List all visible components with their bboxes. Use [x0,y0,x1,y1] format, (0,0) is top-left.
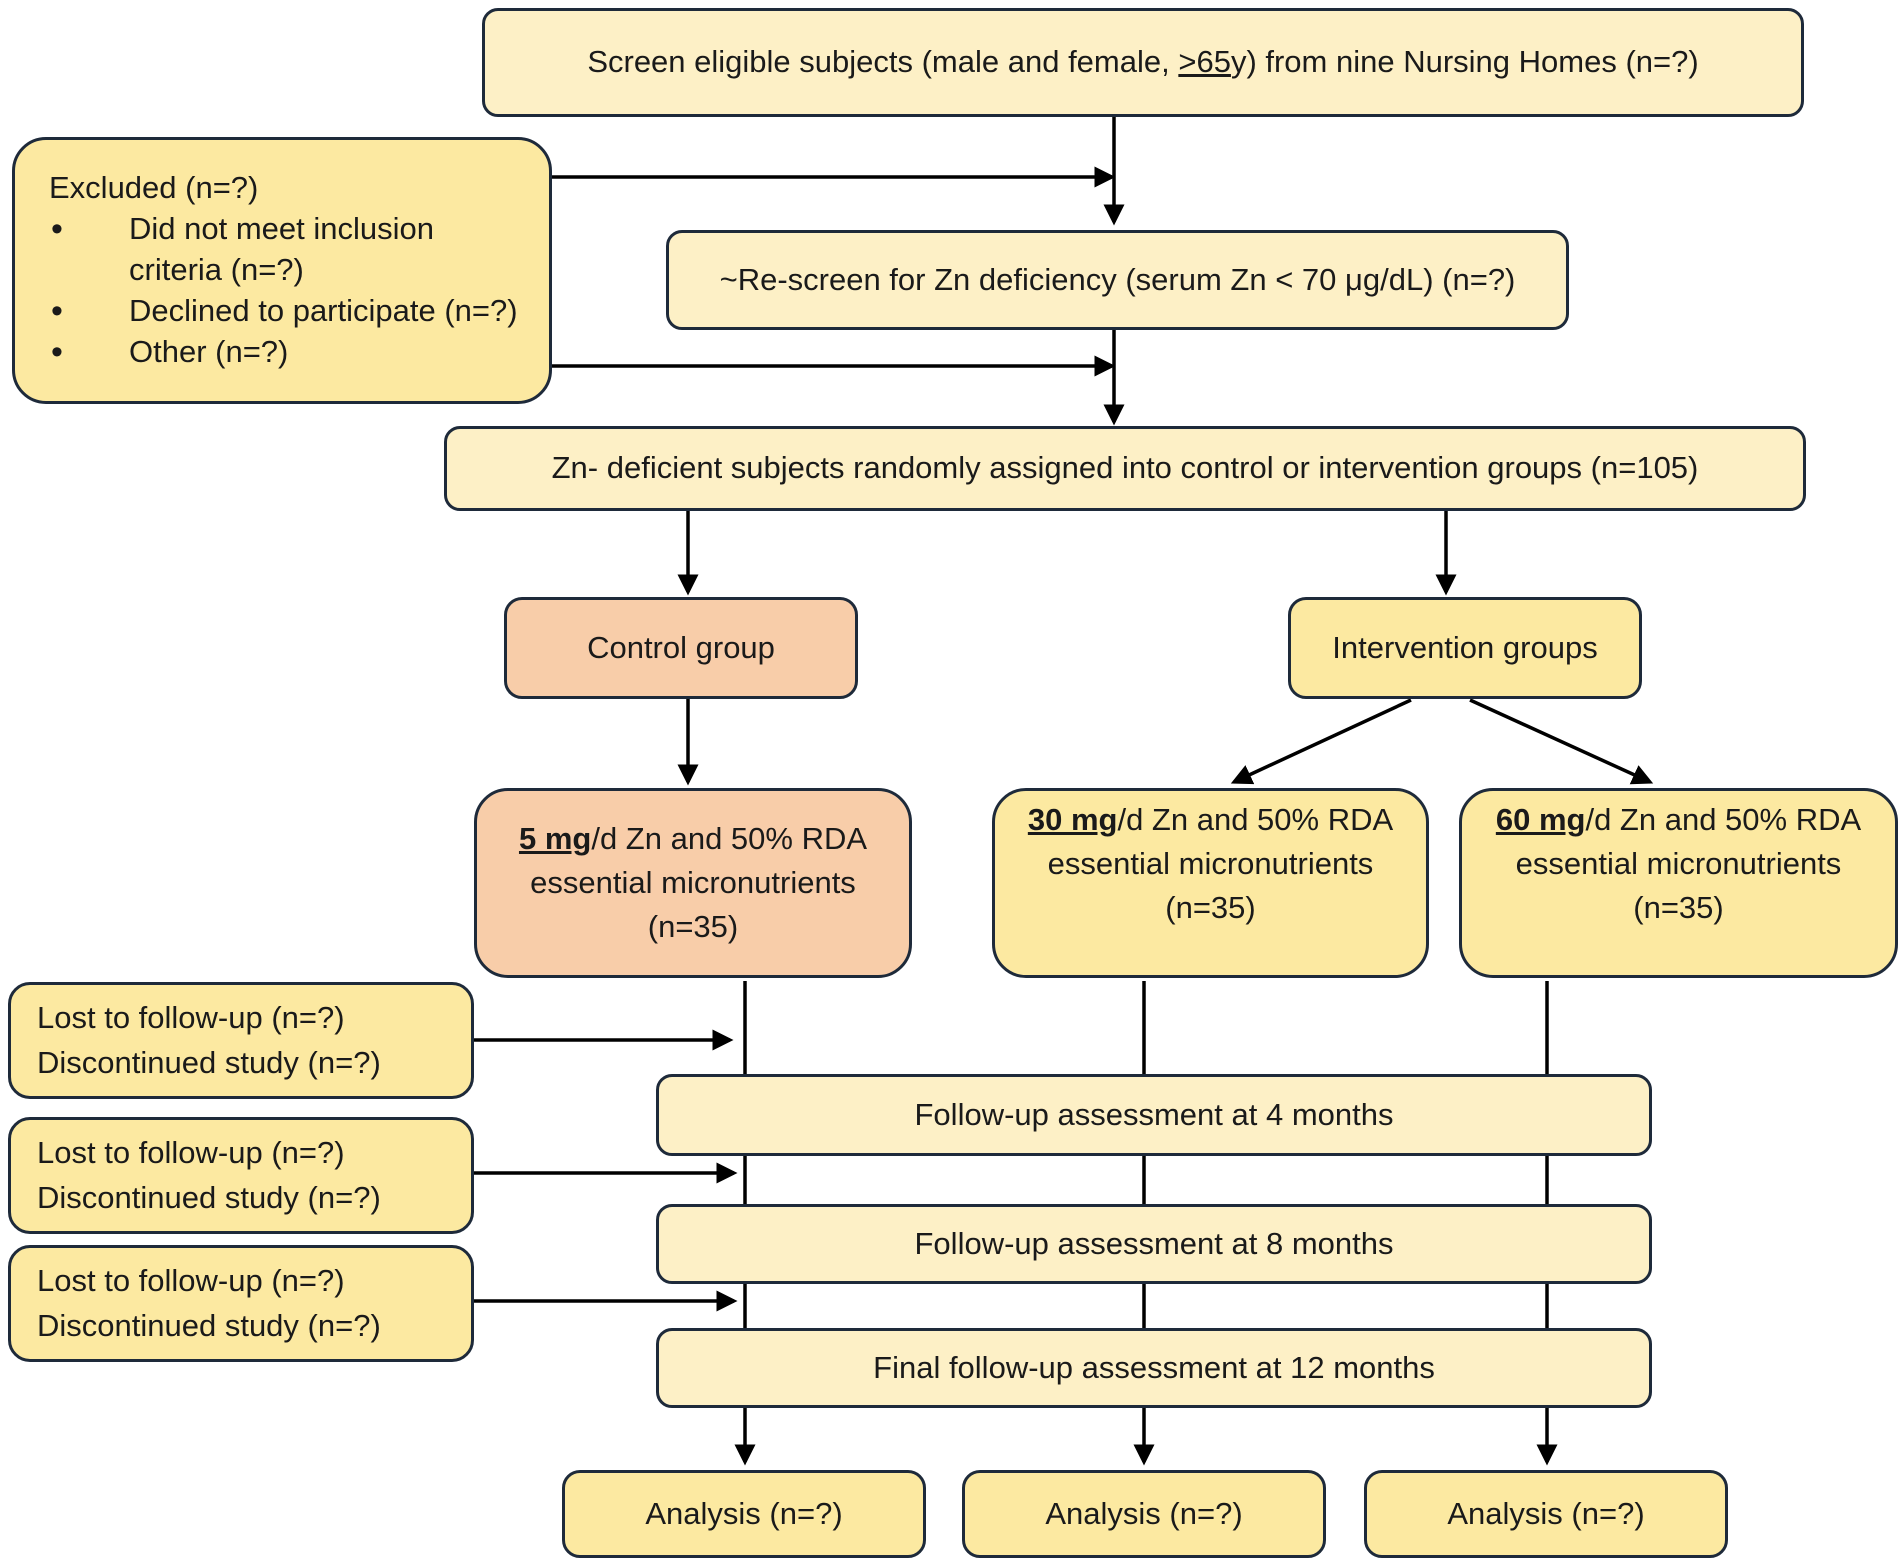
discontinued-study: Discontinued study (n=?) [37,1179,381,1215]
discontinued-study: Discontinued study (n=?) [37,1307,381,1343]
randomization-box: Zn- deficient subjects randomly assigned… [444,426,1806,511]
excluded-box: Excluded (n=?) Did not meet inclusion cr… [12,137,552,404]
dropout-box-12-months: Lost to follow-up (n=?) Discontinued stu… [8,1245,474,1362]
dose-60mg: 60 mg [1495,802,1586,837]
analysis-30mg-box: Analysis (n=?) [962,1470,1326,1558]
excluded-title: Excluded (n=?) [49,170,259,205]
dropout-box-8-months: Lost to follow-up (n=?) Discontinued stu… [8,1117,474,1234]
intervention-groups-label: Intervention groups [1332,629,1598,665]
followup-4-months-box: Follow-up assessment at 4 months [656,1074,1652,1156]
followup-12-months-box: Final follow-up assessment at 12 months [656,1328,1652,1408]
analysis-30mg-label: Analysis (n=?) [1045,1495,1243,1531]
analysis-control-box: Analysis (n=?) [562,1470,926,1558]
dose-30mg: 30 mg [1027,802,1118,837]
control-arm-box: 5 mg/d Zn and 50% RDA essential micronut… [474,788,912,978]
followup-12-months-label: Final follow-up assessment at 12 months [873,1349,1435,1385]
excluded-reason-other: Other (n=?) [49,330,529,375]
followup-8-months-box: Follow-up assessment at 8 months [656,1204,1652,1284]
intervention-arm-30mg-box: 30 mg/d Zn and 50% RDA essential micronu… [992,788,1429,978]
rescreen-label: ~Re-screen for Zn deficiency (serum Zn <… [719,261,1516,297]
excluded-reasons-list: Did not meet inclusion criteria (n=?) De… [49,207,529,375]
intervention-arm-60mg-box: 60 mg/d Zn and 50% RDA essential micronu… [1459,788,1898,978]
dropout-box-4-months: Lost to follow-up (n=?) Discontinued stu… [8,982,474,1099]
excluded-reason-inclusion: Did not meet inclusion criteria (n=?) [49,207,529,291]
followup-4-months-label: Follow-up assessment at 4 months [914,1096,1394,1132]
control-arm-n: (n=35) [647,909,739,944]
analysis-60mg-label: Analysis (n=?) [1447,1495,1645,1531]
lost-to-follow-up: Lost to follow-up (n=?) [37,1263,345,1299]
rescreen-box: ~Re-screen for Zn deficiency (serum Zn <… [666,230,1569,330]
lost-to-follow-up: Lost to follow-up (n=?) [37,1000,345,1036]
analysis-control-label: Analysis (n=?) [645,1495,843,1531]
screen-eligible-box: Screen eligible subjects (male and femal… [482,8,1804,117]
arm-30mg-n: (n=35) [1165,890,1256,926]
discontinued-study: Discontinued study (n=?) [37,1044,381,1080]
randomization-label: Zn- deficient subjects randomly assigned… [551,450,1699,486]
control-dose: 5 mg [518,820,592,856]
control-group-label: Control group [587,629,775,665]
arm-60mg-n: (n=35) [1633,890,1724,926]
followup-8-months-label: Follow-up assessment at 8 months [914,1225,1394,1261]
control-group-box: Control group [504,597,858,699]
analysis-60mg-box: Analysis (n=?) [1364,1470,1728,1558]
intervention-groups-box: Intervention groups [1288,597,1642,699]
screen-eligible-label: Screen eligible subjects (male and femal… [587,44,1699,80]
lost-to-follow-up: Lost to follow-up (n=?) [37,1135,345,1171]
age-threshold: >65 [1178,44,1231,80]
excluded-reason-declined: Declined to participate (n=?) [49,289,529,334]
